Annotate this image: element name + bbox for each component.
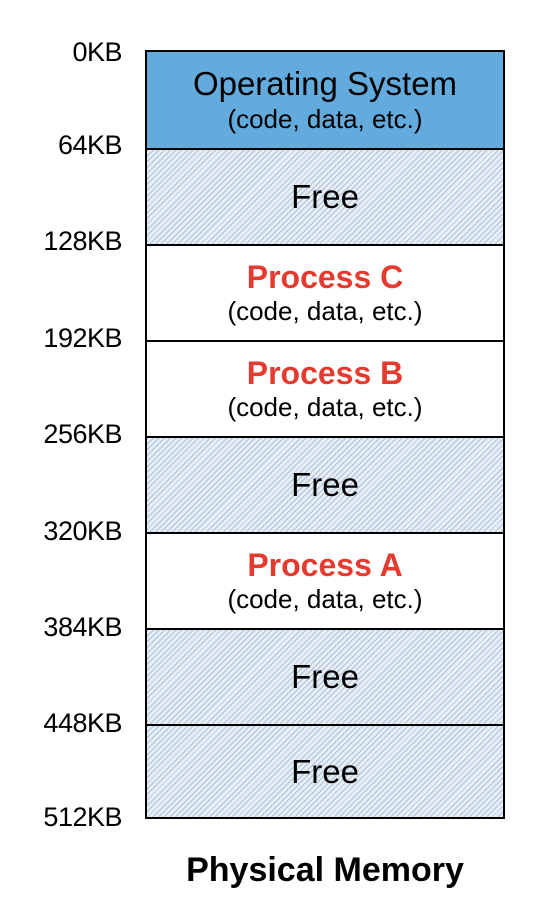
segment-subtitle: (code, data, etc.) — [227, 296, 423, 326]
segment-title: Operating System — [192, 65, 458, 102]
segment-operating-system: Operating System (code, data, etc.) — [147, 52, 503, 148]
segment-process-b: Process B (code, data, etc.) — [147, 340, 503, 436]
address-label-256kb: 256KB — [43, 419, 122, 449]
segment-free-3: Free — [147, 628, 503, 724]
segment-subtitle: (code, data, etc.) — [227, 104, 423, 134]
segment-free-1: Free — [147, 148, 503, 244]
address-label-512kb: 512KB — [43, 802, 122, 832]
segment-free-4: Free — [147, 724, 503, 817]
address-label-320kb: 320KB — [43, 516, 122, 546]
segment-free-2: Free — [147, 436, 503, 532]
segment-title: Free — [291, 752, 359, 790]
address-label-384kb: 384KB — [43, 612, 122, 642]
address-label-448kb: 448KB — [43, 708, 122, 738]
segment-title: Free — [291, 658, 359, 695]
segment-process-c: Process C (code, data, etc.) — [147, 244, 503, 340]
segment-title: Process B — [246, 355, 404, 391]
address-label-192kb: 192KB — [43, 323, 122, 353]
address-label-0kb: 0KB — [72, 37, 122, 67]
segment-title: Free — [291, 178, 359, 215]
segment-title: Process C — [246, 259, 404, 295]
segment-title: Process A — [247, 547, 403, 583]
segment-title: Free — [291, 466, 359, 503]
segment-process-a: Process A (code, data, etc.) — [147, 532, 503, 628]
address-label-64kb: 64KB — [57, 130, 123, 160]
segment-subtitle: (code, data, etc.) — [227, 392, 423, 422]
diagram-caption: Physical Memory — [186, 851, 464, 889]
segment-subtitle: (code, data, etc.) — [227, 584, 423, 614]
address-label-128kb: 128KB — [43, 226, 122, 256]
physical-memory-block: Operating System (code, data, etc.) Free… — [145, 50, 505, 819]
